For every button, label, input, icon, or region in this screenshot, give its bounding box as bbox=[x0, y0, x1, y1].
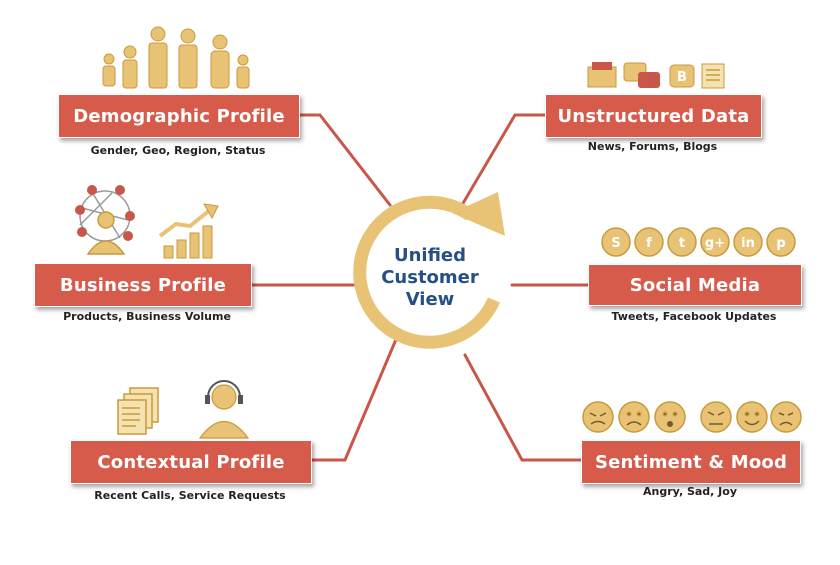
network-person-icon bbox=[75, 185, 135, 255]
facebook-icon: f bbox=[634, 227, 664, 257]
svg-text:p: p bbox=[776, 236, 785, 251]
sentiment-mood-box: Sentiment & Mood bbox=[581, 440, 801, 484]
twitter-icon: t bbox=[667, 227, 697, 257]
center-label: Unified Customer View bbox=[360, 245, 500, 311]
linkedin-icon: in bbox=[733, 227, 763, 257]
newspaper-icon bbox=[701, 63, 725, 89]
social-media-box: Social Media bbox=[588, 264, 802, 306]
sentiment-mood-title: Sentiment & Mood bbox=[594, 451, 788, 473]
sentiment-mood-subtitle: Angry, Sad, Joy bbox=[642, 485, 737, 498]
unstructured-data-box: Unstructured Data bbox=[545, 94, 762, 138]
svg-text:S: S bbox=[611, 236, 620, 251]
pinterest-icon: p bbox=[766, 227, 796, 257]
crying-face-icon bbox=[770, 401, 802, 433]
contextual-profile-subtitle: Recent Calls, Service Requests bbox=[94, 489, 286, 502]
demographic-profile-title: Demographic Profile bbox=[73, 105, 285, 127]
business-profile-box: Business Profile bbox=[34, 263, 252, 307]
center-label-line1: Unified bbox=[393, 245, 467, 266]
cycle-arrow-icon bbox=[353, 192, 505, 349]
demographic-profile-subtitle: Gender, Geo, Region, Status bbox=[90, 144, 266, 157]
contextual-profile-box: Contextual Profile bbox=[70, 440, 312, 484]
center-label-line2: Customer bbox=[381, 267, 479, 288]
joy-face-icon bbox=[736, 401, 768, 433]
business-profile-title: Business Profile bbox=[59, 274, 227, 296]
contextual-profile-title: Contextual Profile bbox=[97, 451, 285, 473]
connector-demographic bbox=[296, 113, 392, 207]
skype-icon: S bbox=[601, 227, 631, 257]
svg-text:B: B bbox=[677, 70, 687, 85]
sad-face-icon bbox=[618, 401, 650, 433]
google-plus-icon: g+ bbox=[700, 227, 730, 257]
mood-faces bbox=[582, 401, 802, 433]
connector-unstructured bbox=[460, 113, 547, 207]
svg-text:t: t bbox=[679, 236, 685, 251]
unstructured-data-subtitle: News, Forums, Blogs bbox=[587, 140, 718, 153]
surprised-face-icon bbox=[654, 401, 686, 433]
demographic-profile-box: Demographic Profile bbox=[58, 94, 300, 138]
connector-sentiment bbox=[463, 353, 582, 462]
growth-chart-icon bbox=[158, 203, 219, 259]
svg-text:f: f bbox=[646, 236, 652, 251]
headset-agent-icon bbox=[198, 380, 250, 439]
angry-face-icon bbox=[582, 401, 614, 433]
social-media-subtitle: Tweets, Facebook Updates bbox=[611, 310, 777, 323]
blogger-icon bbox=[669, 64, 695, 88]
connector-contextual bbox=[308, 328, 402, 462]
social-media-title: Social Media bbox=[629, 274, 761, 296]
center-label-line3: View bbox=[405, 289, 455, 310]
family-icon bbox=[102, 26, 250, 89]
unstructured-data-title: Unstructured Data bbox=[557, 105, 750, 127]
business-profile-subtitle: Products, Business Volume bbox=[63, 310, 231, 323]
upset-face-icon bbox=[700, 401, 732, 433]
documents-icon bbox=[117, 387, 159, 435]
news-media-icons: B bbox=[587, 62, 725, 89]
svg-text:in: in bbox=[741, 236, 755, 251]
svg-text:g+: g+ bbox=[705, 236, 725, 251]
